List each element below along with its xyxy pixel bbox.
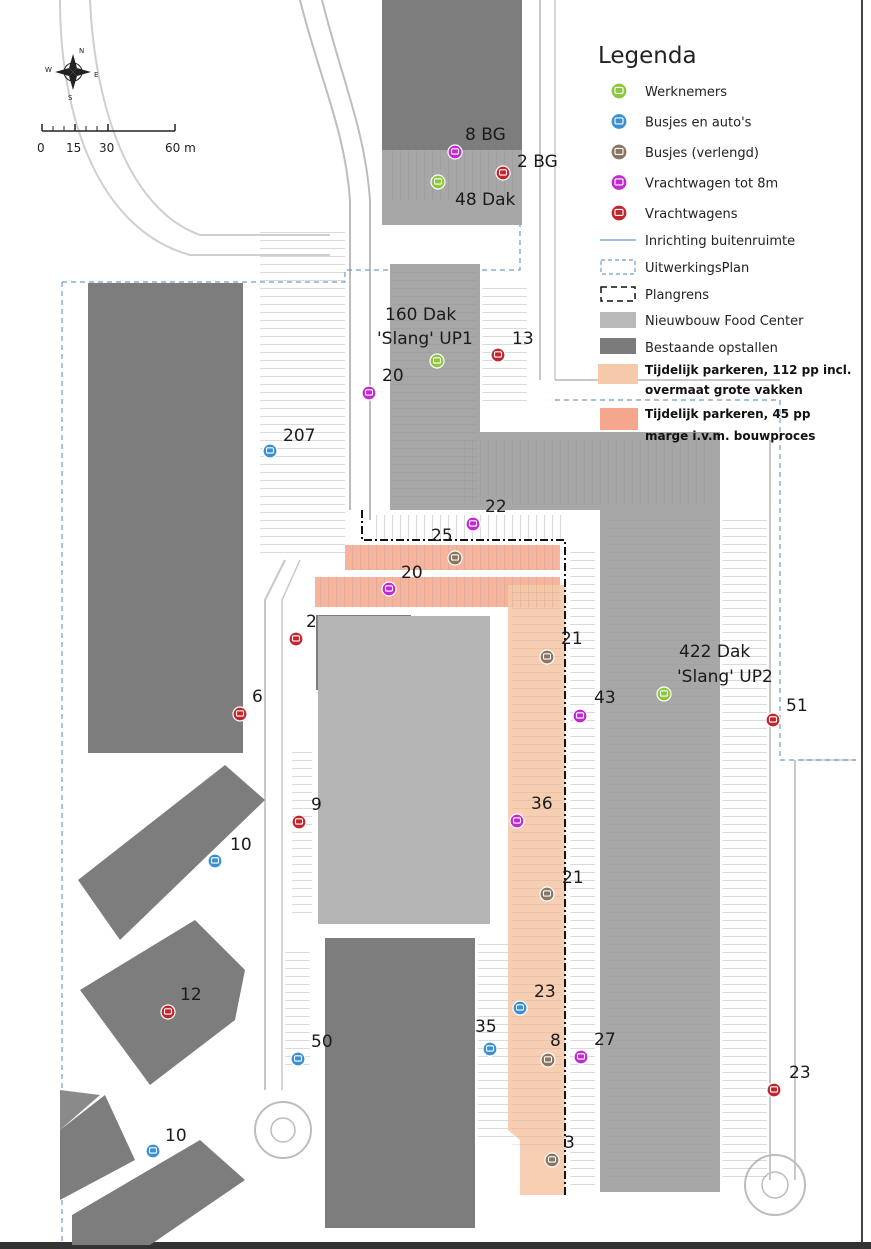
- compass-n: N: [79, 47, 84, 55]
- busjes-autos-icon: [512, 1000, 528, 1016]
- plangrens-line: [361, 510, 566, 1195]
- label-36: 36: [531, 794, 553, 814]
- legend-label-vrachtwagens: Vrachtwagens: [645, 207, 738, 222]
- label-27: 27: [594, 1030, 616, 1050]
- label-2: 2: [306, 612, 317, 632]
- scale-30: 30: [99, 141, 114, 155]
- label-43: 43: [594, 688, 616, 708]
- legend-title: Legenda: [598, 43, 697, 69]
- legend-busjes-verlengd-icon: [610, 143, 628, 161]
- busjes-verlengd-icon: [544, 1152, 560, 1168]
- label-20a: 20: [382, 366, 404, 386]
- scale-0: 0: [37, 141, 45, 155]
- label-13: 13: [512, 329, 534, 349]
- scale-bar: 0 15 30 60 m: [37, 124, 196, 155]
- busjes-verlengd-icon: [539, 649, 555, 665]
- legend-label-busjes-verlengd: Busjes (verlengd): [645, 146, 759, 161]
- label-slang-up2: 'Slang' UP2: [677, 667, 773, 687]
- vrachtwagens-icon: [291, 814, 307, 830]
- label-3: 3: [564, 1133, 575, 1153]
- vrachtwagen-8m-icon: [381, 581, 397, 597]
- vrachtwagen-8m-icon: [573, 1049, 589, 1065]
- vrachtwagen-8m-icon: [465, 516, 481, 532]
- scale-60: 60 m: [165, 141, 196, 155]
- label-20b: 20: [401, 563, 423, 583]
- legend-tijdelijk-45-l2: marge i.v.m. bouwproces: [645, 429, 815, 443]
- label-48dak: 48 Dak: [455, 190, 516, 210]
- vrachtwagens-icon: [288, 631, 304, 647]
- legend-nieuwbouw: Nieuwbouw Food Center: [645, 314, 804, 329]
- legend-vrachtwagens-icon: [610, 204, 628, 222]
- parking-markers: [145, 144, 782, 1168]
- label-8: 8: [550, 1031, 561, 1051]
- label-25: 25: [431, 526, 453, 546]
- label-207: 207: [283, 426, 315, 446]
- label-160dak: 160 Dak: [385, 305, 456, 325]
- vrachtwagen-8m-icon: [509, 813, 525, 829]
- werknemers-icon: [430, 174, 446, 190]
- map-labels: 8 BG 2 BG 48 Dak 160 Dak 'Slang' UP1 13 …: [165, 125, 811, 1153]
- busjes-verlengd-icon: [447, 550, 463, 566]
- werknemers-icon: [656, 686, 672, 702]
- label-23b: 23: [789, 1063, 811, 1083]
- legend-tijdelijk-112-l2: overmaat grote vakken: [645, 383, 803, 397]
- label-21b: 21: [562, 868, 584, 888]
- legend-bestaande: Bestaande opstallen: [645, 341, 778, 356]
- vrachtwagen-8m-icon: [572, 708, 588, 724]
- label-21a: 21: [561, 629, 583, 649]
- legend-label-vrachtwagen-8m: Vrachtwagen tot 8m: [645, 177, 778, 192]
- label-2bg: 2 BG: [517, 152, 558, 172]
- label-422dak: 422 Dak: [679, 642, 750, 662]
- vrachtwagens-icon: [490, 347, 506, 363]
- label-8bg: 8 BG: [465, 125, 506, 145]
- label-51: 51: [786, 696, 808, 716]
- legend-uitwerkingsplan: UitwerkingsPlan: [645, 261, 749, 276]
- vrachtwagens-icon: [160, 1004, 176, 1020]
- label-22: 22: [485, 497, 507, 517]
- busjes-autos-icon: [262, 443, 278, 459]
- legend-label-werknemers: Werknemers: [645, 85, 727, 100]
- busjes-verlengd-icon: [539, 886, 555, 902]
- label-slang-up1: 'Slang' UP1: [377, 329, 473, 349]
- label-6: 6: [252, 687, 263, 707]
- legend-inrichting: Inrichting buitenruimte: [645, 234, 795, 249]
- legend-werknemers-icon: [610, 82, 628, 100]
- legend-busjes-autos-icon: [610, 112, 628, 131]
- vrachtwagens-icon: [232, 706, 248, 722]
- legend-vrachtwagen-8m-icon: [610, 173, 628, 192]
- busjes-verlengd-icon: [540, 1052, 556, 1068]
- legend-tijdelijk-45-l1: Tijdelijk parkeren, 45 pp: [645, 407, 811, 421]
- scale-15: 15: [66, 141, 81, 155]
- vrachtwagens-icon: [766, 1082, 782, 1098]
- label-10a: 10: [230, 835, 252, 855]
- legend-tijdelijk-112-l1: Tijdelijk parkeren, 112 pp incl.: [645, 363, 851, 377]
- busjes-autos-icon: [145, 1143, 161, 1159]
- compass-w: W: [45, 66, 52, 74]
- compass-s: S: [68, 94, 73, 102]
- label-10b: 10: [165, 1126, 187, 1146]
- busjes-autos-icon: [482, 1041, 498, 1057]
- legend-label-busjes-autos: Busjes en auto's: [645, 116, 752, 131]
- legend-plangrens: Plangrens: [645, 288, 709, 303]
- vrachtwagens-icon: [495, 165, 511, 181]
- label-50: 50: [311, 1032, 333, 1052]
- vrachtwagens-icon: [765, 712, 781, 728]
- werknemers-icon: [429, 353, 445, 369]
- busjes-autos-icon: [290, 1051, 306, 1067]
- label-35: 35: [475, 1017, 497, 1037]
- label-12: 12: [180, 985, 202, 1005]
- vrachtwagen-8m-icon: [361, 385, 377, 401]
- label-9: 9: [311, 795, 322, 815]
- busjes-autos-icon: [207, 853, 223, 869]
- vrachtwagen-8m-icon: [447, 144, 463, 160]
- compass-e: E: [94, 71, 98, 79]
- label-23a: 23: [534, 982, 556, 1002]
- compass-icon: N E S W: [45, 47, 98, 102]
